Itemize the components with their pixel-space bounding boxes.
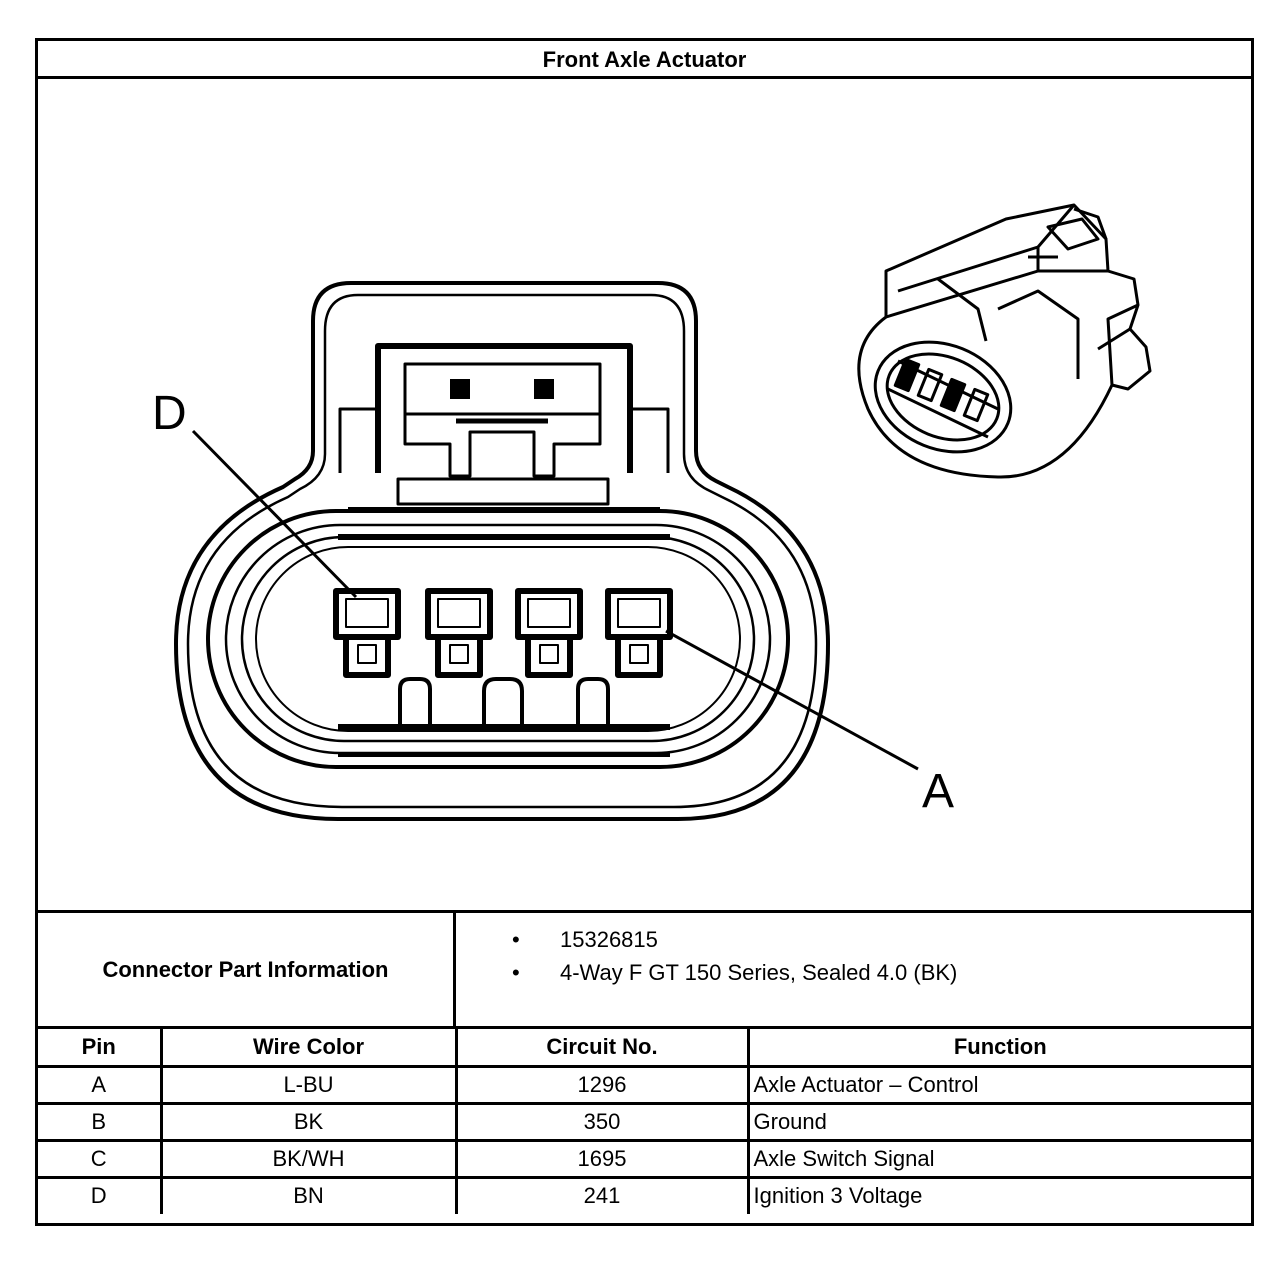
pin-cavity-d: [333, 588, 401, 678]
leader-line-d: [191, 429, 358, 599]
callout-d: D: [152, 387, 187, 440]
table-row: B BK 350 Ground: [38, 1103, 1251, 1142]
connector-figure: D A: [38, 79, 1251, 913]
circuit-cell: 1695: [456, 1140, 750, 1179]
table-row: D BN 241 Ignition 3 Voltage: [38, 1177, 1251, 1214]
pin-cavity-a: [605, 588, 673, 678]
pin-cavity-c: [425, 588, 493, 678]
connector-info-item: • 15326815: [456, 923, 1251, 956]
header-wire-color: Wire Color: [161, 1029, 458, 1068]
housing-outline: [174, 281, 830, 821]
connector-description: 4-Way F GT 150 Series, Sealed 4.0 (BK): [560, 960, 958, 985]
part-number: 15326815: [560, 927, 658, 952]
seal-ring-inner: [240, 535, 756, 743]
wire-color-cell: BK/WH: [161, 1140, 458, 1179]
pin-cell: C: [38, 1140, 163, 1179]
pin-table-header: Pin Wire Color Circuit No. Function: [38, 1029, 1251, 1068]
connector-sheet: Front Axle Actuator: [35, 38, 1254, 1226]
function-cell: Ground: [748, 1103, 1251, 1142]
seal-ring-middle: [224, 523, 772, 755]
wire-color-cell: BK: [161, 1103, 458, 1142]
connector-info-item: • 4-Way F GT 150 Series, Sealed 4.0 (BK): [456, 956, 1251, 989]
header-function: Function: [748, 1029, 1251, 1068]
circuit-cell: 1296: [456, 1066, 750, 1105]
pin-cell: D: [38, 1177, 163, 1214]
connector-face-ellipse: [873, 340, 1013, 454]
circuit-cell: 241: [456, 1177, 750, 1214]
connector-info-row: Connector Part Information • 15326815 • …: [38, 913, 1251, 1029]
connector-info-label: Connector Part Information: [38, 913, 456, 1026]
header-circuit: Circuit No.: [456, 1029, 750, 1068]
table-row: A L-BU 1296 Axle Actuator – Control: [38, 1066, 1251, 1105]
function-cell: Axle Switch Signal: [748, 1140, 1251, 1179]
connector-info-list: • 15326815 • 4-Way F GT 150 Series, Seal…: [456, 913, 1251, 1036]
pin-table: Pin Wire Color Circuit No. Function A L-…: [38, 1029, 1251, 1214]
callout-a: A: [922, 765, 954, 818]
connector-face-diagram: D A: [152, 203, 1152, 821]
pin-cell: B: [38, 1103, 163, 1142]
latch-tab: [403, 362, 602, 416]
header-pin: Pin: [38, 1029, 163, 1068]
table-row: C BK/WH 1695 Axle Switch Signal: [38, 1140, 1251, 1179]
connector-perspective-view: [857, 203, 1152, 479]
pin-cell: A: [38, 1066, 163, 1105]
bullet: •: [512, 960, 520, 985]
key-bump: [398, 677, 432, 727]
circuit-cell: 350: [456, 1103, 750, 1142]
wire-color-cell: L-BU: [161, 1066, 458, 1105]
function-cell: Ignition 3 Voltage: [753, 1183, 923, 1209]
wire-color-cell: BN: [161, 1177, 458, 1214]
function-cell: Axle Actuator – Control: [748, 1066, 1251, 1105]
pin-cavity-b: [515, 588, 583, 678]
sheet-title: Front Axle Actuator: [38, 41, 1251, 79]
bullet: •: [512, 927, 520, 952]
leader-line-a: [665, 629, 919, 771]
